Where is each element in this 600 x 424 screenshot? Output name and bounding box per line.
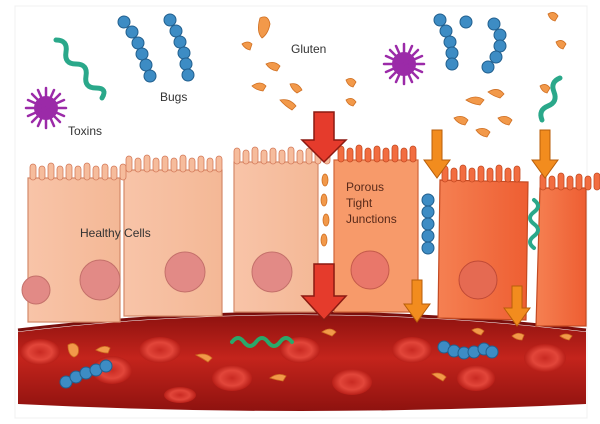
frame-border xyxy=(14,5,588,419)
gluten-label: Gluten xyxy=(291,42,327,56)
porous-label-line1: Porous xyxy=(346,180,385,194)
healthy-cells xyxy=(21,146,331,323)
red-arrows xyxy=(300,111,348,322)
red-arrow-down-top xyxy=(300,111,348,164)
toxins-label: Toxins xyxy=(68,124,103,138)
healthy-cells-label: Healthy Cells xyxy=(80,226,151,240)
red-blood-cells xyxy=(20,337,566,403)
porous-label-line3: Junctions xyxy=(346,212,397,226)
gluten-pieces xyxy=(241,12,567,138)
toxin-spikes xyxy=(24,42,426,130)
bugs-label: Bugs xyxy=(160,90,188,104)
orange-arrows xyxy=(403,129,559,327)
porous-label-line2: Tight xyxy=(346,196,373,210)
toxin-in-junction xyxy=(528,198,540,250)
red-arrow-down-bottom xyxy=(300,263,348,322)
gluten-in-junction xyxy=(320,173,330,247)
inflamed-cells xyxy=(333,144,600,327)
bug-in-junction xyxy=(421,193,435,255)
toxin-in-blood xyxy=(230,336,294,348)
toxin-squiggles xyxy=(53,37,563,123)
gluten-in-blood xyxy=(67,327,573,382)
